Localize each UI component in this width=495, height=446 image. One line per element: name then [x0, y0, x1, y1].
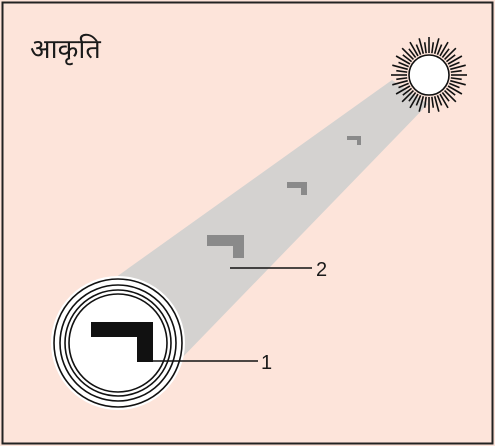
label-1: 1	[261, 352, 272, 374]
lens-disc	[51, 276, 185, 410]
figure-title: आकृति	[30, 33, 101, 66]
label-2: 2	[316, 259, 327, 281]
sun-icon	[391, 37, 467, 113]
